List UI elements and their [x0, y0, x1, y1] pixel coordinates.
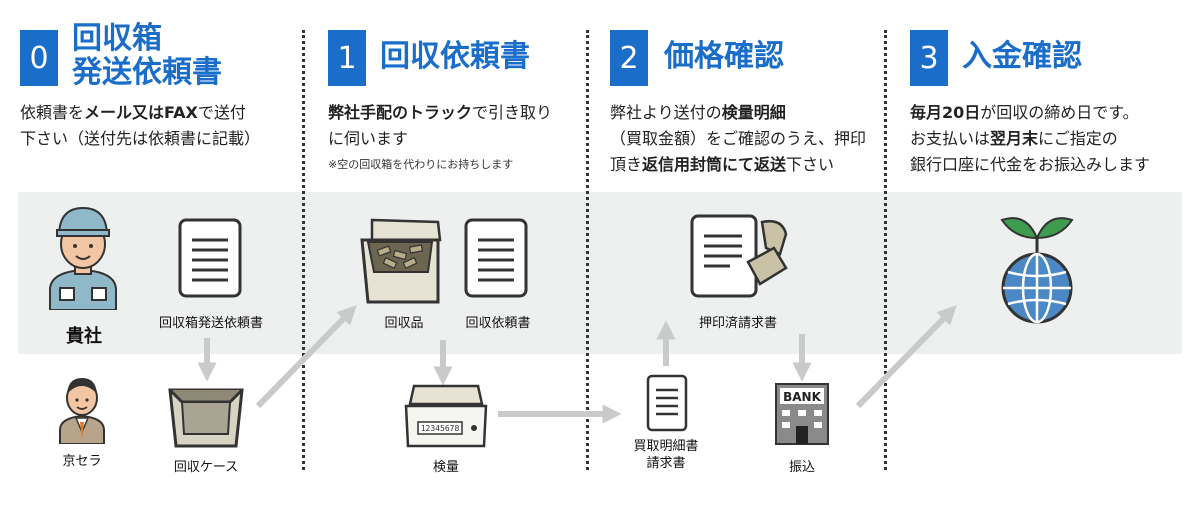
- scale-icon: 12345678: [404, 384, 488, 448]
- step-1-desc: 弊社手配のトラックで引き取り に伺います: [328, 100, 552, 152]
- step-2-desc-bold: 検量明細: [721, 103, 786, 122]
- step-0-desc-text: で送付: [197, 103, 246, 122]
- divider-2: [586, 30, 589, 470]
- step-1-note: ※空の回収箱を代わりにお持ちします: [328, 158, 514, 171]
- collection-request-label: 回収依頼書: [465, 316, 531, 331]
- collected-items-label: 回収品: [384, 316, 424, 331]
- statement-label-line1: 買取明細書: [633, 439, 699, 454]
- step-2-desc-text: 弊社より送付の: [610, 103, 722, 122]
- step-0-desc-bold: メール又はFAX: [84, 103, 198, 122]
- step-2-desc: 弊社より送付の検量明細 （買取金額）をご確認のうえ、押印 頂き返信用封筒にて返送…: [610, 100, 866, 178]
- step-0-desc: 依頼書をメール又はFAXで送付 下さい（送付先は依頼書に記載）: [20, 100, 260, 152]
- document-icon: [178, 218, 242, 298]
- step-3-desc-bold: 翌月末: [990, 129, 1039, 148]
- step-2-title: 価格確認: [664, 39, 784, 74]
- request-form-label: 回収箱発送依頼書: [158, 316, 263, 331]
- step-0-title: 回収箱 発送依頼書: [72, 22, 222, 90]
- step-3-desc-text: お支払いは: [910, 129, 991, 148]
- statement-label: 買取明細書 請求書: [618, 438, 714, 472]
- stamped-invoice-icon: [690, 214, 788, 298]
- step-1-desc-text: で引き取り: [472, 103, 553, 122]
- step-0-title-line2: 発送依頼書: [72, 55, 222, 90]
- bank-sign: BANK: [783, 390, 821, 404]
- step-2-desc-text: 頂き: [610, 155, 643, 174]
- stamp-icon: [746, 220, 788, 286]
- statement-icon: [646, 374, 688, 432]
- empty-box-icon: [168, 388, 244, 448]
- step-3-desc-line3: 銀行口座に代金をお振込みします: [910, 155, 1151, 174]
- weighing-label: 検量: [432, 460, 459, 475]
- step-2-badge: 2: [610, 30, 648, 86]
- document-icon: [464, 218, 528, 298]
- arrow-case-to-items: [255, 305, 357, 409]
- step-0-desc-line2: 下さい（送付先は依頼書に記載）: [20, 129, 261, 148]
- divider-3: [884, 30, 887, 470]
- step-1-badge: 1: [328, 30, 366, 86]
- scale-display: 12345678: [421, 424, 460, 433]
- arrow-bank-to-globe: [855, 305, 957, 409]
- step-1-desc-line2: に伺います: [328, 129, 409, 148]
- step-0-badge: 0: [20, 30, 58, 86]
- step-3-desc-text: が回収の締め日です。: [980, 103, 1139, 122]
- step-1-title: 回収依頼書: [380, 39, 530, 74]
- transfer-label: 振込: [788, 460, 815, 475]
- client-label: 貴社: [66, 326, 102, 347]
- step-3-badge: 3: [910, 30, 948, 86]
- sprout-globe-icon: [1000, 217, 1074, 324]
- stamped-invoice-label: 押印済請求書: [698, 316, 777, 331]
- step-3-desc-bold: 毎月20日: [910, 103, 981, 122]
- step-0-title-line1: 回収箱: [72, 21, 162, 56]
- step-1-desc-bold: 弊社手配のトラック: [328, 103, 473, 122]
- step-0-desc-text: 依頼書を: [20, 103, 85, 122]
- step-2-desc-bold: 返信用封筒にて返送: [642, 155, 787, 174]
- step-2-desc-text: 下さい: [786, 155, 835, 174]
- divider-1: [302, 30, 305, 470]
- step-3-desc: 毎月20日が回収の締め日です。 お支払いは翌月末にご指定の 銀行口座に代金をお振…: [910, 100, 1150, 178]
- kyocera-label: 京セラ: [62, 454, 102, 469]
- worker-icon: [49, 206, 117, 310]
- filled-box-icon: [360, 218, 442, 304]
- collection-case-label: 回収ケース: [173, 460, 239, 475]
- step-3-title: 入金確認: [962, 39, 1082, 74]
- step-3-desc-text: にご指定の: [1038, 129, 1118, 148]
- step-2-desc-line2: （買取金額）をご確認のうえ、押印: [610, 129, 867, 148]
- statement-label-line2: 請求書: [646, 456, 686, 471]
- staff-icon: [59, 378, 105, 444]
- bank-icon: BANK: [775, 383, 829, 445]
